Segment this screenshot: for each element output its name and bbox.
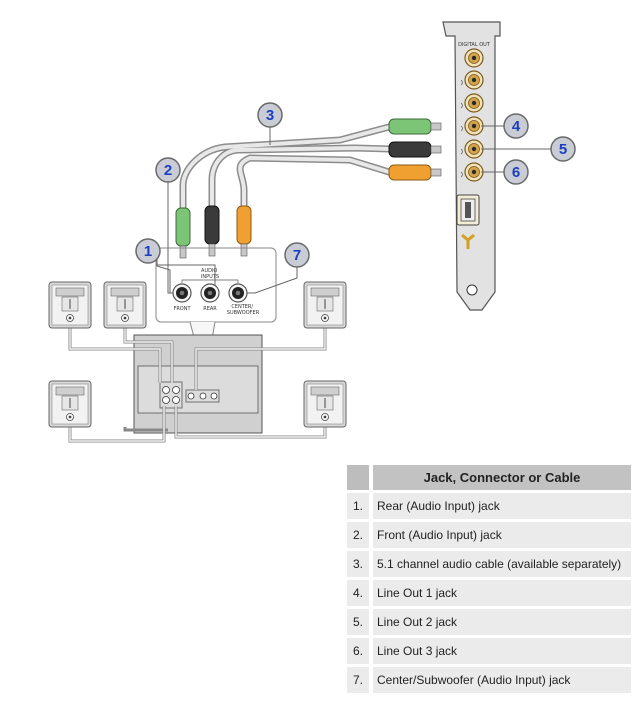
callout-leaders	[156, 125, 551, 294]
digital-out-jack[interactable]	[464, 48, 484, 68]
legend-row: 5. Line Out 2 jack	[347, 609, 631, 635]
legend-row: 6. Line Out 3 jack	[347, 638, 631, 664]
legend-row: 2. Front (Audio Input) jack	[347, 522, 631, 548]
legend-row-text: Rear (Audio Input) jack	[369, 493, 631, 519]
plug-green-card[interactable]	[388, 118, 442, 135]
front-input-jack[interactable]	[172, 283, 192, 303]
legend-row-number: 1.	[347, 493, 369, 519]
center-subwoofer-jack-label: CENTER/ SUBWOOFER	[227, 304, 260, 316]
speaker-rear-left	[48, 380, 92, 428]
digital-out-label: DIGITAL OUT	[458, 42, 491, 48]
legend-row-text: 5.1 channel audio cable (available separ…	[369, 551, 631, 577]
card-jack-b[interactable]	[464, 93, 484, 113]
legend-row-number: 3.	[347, 551, 369, 577]
audio-inputs-label: AUDIO INPUTS	[201, 268, 219, 280]
connection-diagram: DIGITAL OUT	[48, 21, 576, 443]
rear-jack-label: REAR	[203, 306, 217, 312]
firewire-port[interactable]	[456, 194, 480, 226]
card-jack-icons	[460, 79, 463, 178]
line-out-1-jack[interactable]	[464, 116, 484, 136]
line-out-2-jack[interactable]	[464, 139, 484, 159]
legend-header-number-cell	[347, 465, 369, 490]
callout-4-number: 4	[512, 118, 521, 135]
callout-1-number: 1	[144, 243, 152, 260]
center-subwoofer-input-jack[interactable]	[228, 283, 248, 303]
plug-orange-speaker[interactable]	[236, 205, 252, 257]
callout-7-number: 7	[293, 247, 301, 264]
legend-row-text: Line Out 3 jack	[369, 638, 631, 664]
legend-header-row: Jack, Connector or Cable	[347, 465, 631, 490]
speaker-wires	[68, 327, 327, 443]
speaker-front-left	[48, 281, 92, 329]
subwoofer-unit	[133, 334, 263, 434]
callout-2: 2	[155, 157, 181, 183]
callout-1: 1	[135, 238, 161, 264]
legend-row-number: 2.	[347, 522, 369, 548]
speaker-front-right	[303, 281, 347, 329]
line-out-3-jack[interactable]	[464, 162, 484, 182]
legend-row-text: Front (Audio Input) jack	[369, 522, 631, 548]
legend-row: 1. Rear (Audio Input) jack	[347, 493, 631, 519]
legend-row-number: 6.	[347, 638, 369, 664]
speaker-rear-right	[303, 380, 347, 428]
speaker-center	[103, 281, 147, 329]
front-jack-label: FRONT	[173, 306, 191, 312]
legend-row-text: Center/Subwoofer (Audio Input) jack	[369, 667, 631, 693]
plug-black-speaker[interactable]	[204, 205, 220, 257]
subwoofer-jacks	[162, 386, 218, 404]
plug-orange-card[interactable]	[388, 164, 442, 181]
center-label-line1: CENTER/	[231, 304, 253, 310]
callout-7: 7	[284, 242, 310, 268]
sound-card-bracket: DIGITAL OUT	[442, 21, 501, 311]
rear-input-jack[interactable]	[200, 283, 220, 303]
callout-3: 3	[257, 102, 283, 128]
audio-inputs-line1: AUDIO	[201, 268, 217, 274]
card-jack-a[interactable]	[464, 70, 484, 90]
bracket-screw-hole	[466, 284, 478, 296]
callout-6: 6	[503, 159, 529, 185]
legend-header-title: Jack, Connector or Cable	[369, 465, 631, 490]
audio-inputs-line2: INPUTS	[201, 274, 219, 280]
center-label-line2: SUBWOOFER	[227, 310, 260, 316]
legend-row: 7. Center/Subwoofer (Audio Input) jack	[347, 667, 631, 693]
callout-5: 5	[550, 136, 576, 162]
legend-row-number: 7.	[347, 667, 369, 693]
audio-cable-5-1[interactable]	[175, 118, 442, 259]
legend-row-text: Line Out 2 jack	[369, 609, 631, 635]
callout-5-number: 5	[559, 141, 567, 158]
callout-2-number: 2	[164, 162, 172, 179]
legend-row-text: Line Out 1 jack	[369, 580, 631, 606]
firewire-icon	[461, 233, 475, 249]
legend-table: Jack, Connector or Cable 1. Rear (Audio …	[347, 462, 631, 696]
legend-row-number: 5.	[347, 609, 369, 635]
legend-row-number: 4.	[347, 580, 369, 606]
callout-3-number: 3	[266, 107, 274, 124]
legend-row: 3. 5.1 channel audio cable (available se…	[347, 551, 631, 577]
callout-4: 4	[503, 113, 529, 139]
callout-6-number: 6	[512, 164, 520, 181]
plug-black-card[interactable]	[388, 141, 442, 158]
plug-green-speaker[interactable]	[175, 207, 191, 259]
legend-row: 4. Line Out 1 jack	[347, 580, 631, 606]
